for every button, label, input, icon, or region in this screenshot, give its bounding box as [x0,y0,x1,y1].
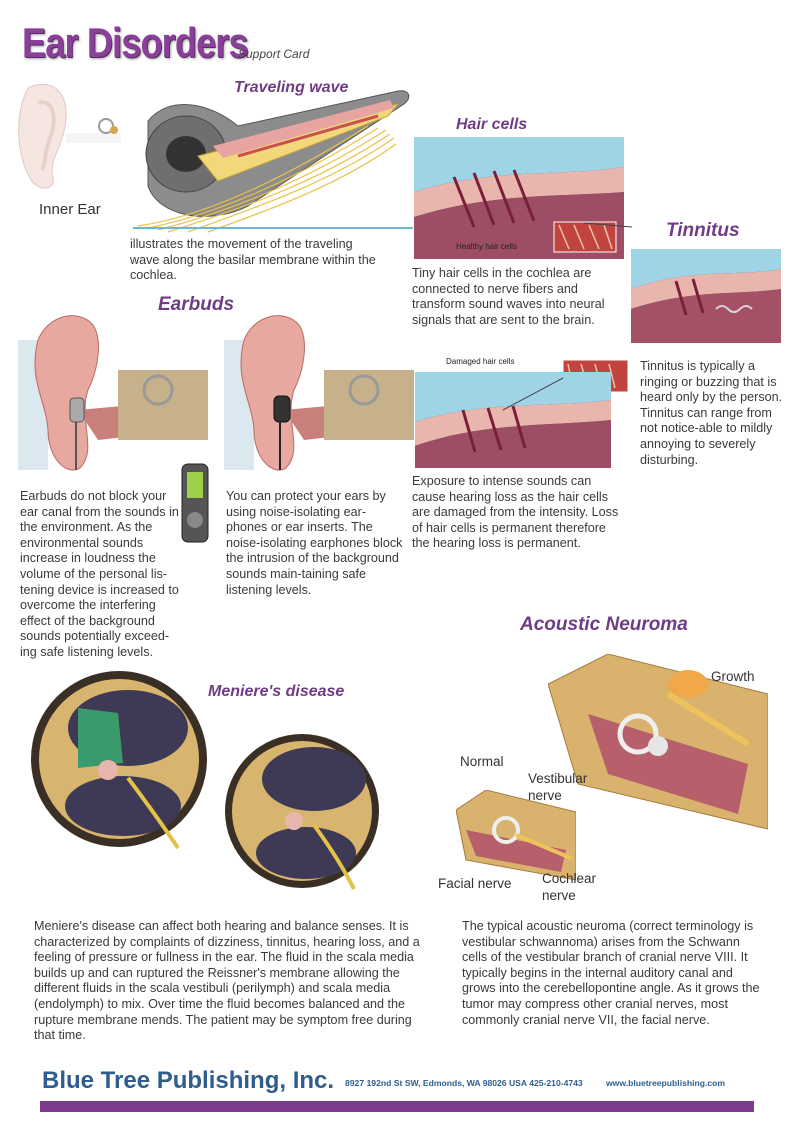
tinnitus-illustration [631,249,781,343]
inner-ear-illustration [18,83,121,189]
normal-ear-illustration [456,790,576,880]
earbuds-title: Earbuds [158,294,235,315]
acoustic-neuroma-illustration [548,654,768,830]
earbud-ear-illustration [18,315,208,471]
vestibular-nerve-label: Vestibular nerve [528,771,588,803]
damaged-hair-cells-label: Damaged hair cells [446,357,515,366]
tinnitus-text: Tinnitus is typically a ringing or buzzi… [640,359,783,467]
acoustic-neuroma-title: Acoustic Neuroma [520,614,688,635]
facial-nerve-label: Facial nerve [438,876,512,891]
cochlear-nerve-label: Cochlear nerve [542,871,597,903]
publisher-url[interactable]: www.bluetreepublishing.com [606,1078,726,1088]
publisher-brand: Blue Tree Publishing, Inc. [42,1067,335,1094]
noise-isolating-text: You can protect your ears by using noise… [226,489,403,597]
noise-isolating-ear-illustration [224,315,414,471]
menieres-cochlea-swollen-illustration [31,671,207,850]
damaged-hair-cells-text: Exposure to intense sounds can cause hea… [412,474,619,551]
page-subtitle: Support Card [238,47,310,61]
menieres-cochlea-normal-illustration [225,734,379,890]
publisher-address: 8927 192nd St SW, Edmonds, WA 98026 USA … [345,1078,583,1088]
hair-cells-text: Tiny hair cells in the cochlea are conne… [412,266,605,327]
music-player-icon [181,463,209,543]
inner-ear-label: Inner Ear [39,201,101,218]
menieres-text: Meniere's disease can affect both hearin… [34,919,420,1043]
traveling-wave-title: Traveling wave [234,79,349,96]
damaged-hair-cells-illustration [415,360,629,468]
growth-label: Growth [711,669,755,684]
tinnitus-title: Tinnitus [666,220,740,241]
healthy-hair-cells-illustration [414,137,633,259]
menieres-title: Meniere's disease [208,683,345,700]
footer-bar [40,1101,754,1112]
acoustic-neuroma-text: The typical acoustic neuroma (correct te… [462,919,760,1027]
earbuds-text: Earbuds do not block your ear canal from… [20,489,179,659]
traveling-wave-illustration [133,90,413,233]
normal-label: Normal [460,754,504,769]
hair-cells-title: Hair cells [456,116,528,133]
healthy-hair-cells-label: Healthy hair cells [456,242,517,251]
page-title: Ear Disorders [22,19,249,66]
traveling-wave-text: illustrates the movement of the travelin… [130,237,376,283]
